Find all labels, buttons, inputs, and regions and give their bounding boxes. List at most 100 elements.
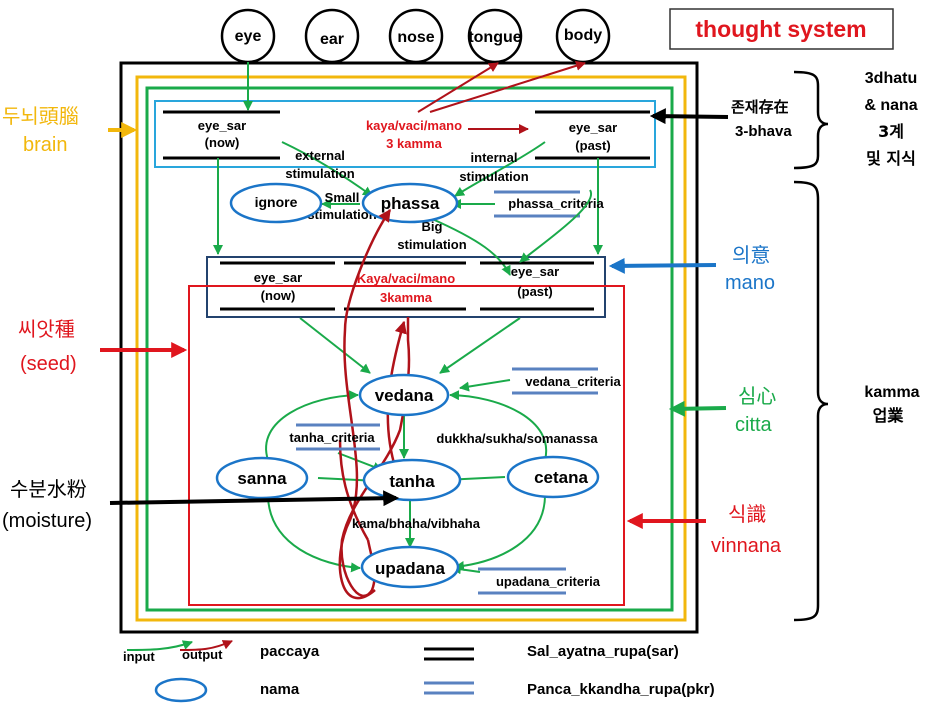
- vedana-node: vedana: [358, 373, 450, 417]
- legend-input-arrow: input: [123, 640, 193, 664]
- sanna-label: sanna: [237, 469, 287, 488]
- sense-nose: nose: [388, 8, 444, 64]
- external-stim-line2: stimulation: [285, 166, 354, 181]
- brain-label-en: brain: [23, 134, 67, 156]
- top-sar-bars: [163, 110, 650, 160]
- top-bracket-line1: 3dhatu: [865, 70, 917, 87]
- vedana-label: vedana: [375, 386, 434, 405]
- tanha-criteria: tanha_criteria: [289, 423, 380, 451]
- legend-output-arrow: output: [179, 640, 233, 662]
- ignore-label: ignore: [255, 194, 298, 210]
- diagram-title: thought system: [695, 16, 866, 42]
- legend: input output paccaya nama Sal_ayatna_rup…: [123, 640, 715, 703]
- vedana-criteria-label: vedana_criteria: [525, 374, 621, 389]
- top-bracket-line4: 및 지식: [866, 149, 916, 168]
- ignore-node: ignore: [229, 182, 323, 224]
- bhava-label-line2: 3-bhava: [735, 123, 792, 140]
- upadana-criteria-label: upadana_criteria: [496, 574, 601, 589]
- mano-label-en: mano: [725, 272, 775, 294]
- vinnana-label-en: vinnana: [711, 535, 782, 557]
- bhava-label: 존재存在 3-bhava: [649, 98, 792, 140]
- brain-label-ko: 두뇌頭腦: [2, 104, 79, 128]
- top-bracket-line2: & nana: [864, 97, 917, 114]
- bottom-bracket-line2: 업業: [873, 406, 905, 425]
- legend-nama-label: nama: [260, 681, 300, 698]
- legend-output-label: output: [182, 647, 223, 662]
- mano-eye-past-line2: (past): [517, 284, 552, 299]
- vedana-criteria: vedana_criteria: [512, 367, 621, 395]
- moisture-label-ko: 수분水粉: [10, 477, 87, 501]
- legend-paccaya-label: paccaya: [260, 643, 320, 660]
- upadana-label: upadana: [375, 559, 445, 578]
- legend-sar-label: Sal_ayatna_rupa(sar): [527, 643, 679, 660]
- mano-eye-now-line2: (now): [261, 288, 296, 303]
- cetana-node: cetana: [506, 455, 600, 499]
- seed-label: 씨앗種 (seed): [18, 317, 188, 375]
- sense-eye-label: eye: [235, 28, 262, 45]
- internal-stim-line1: internal: [471, 150, 518, 165]
- top-bracket-line3: 3계: [878, 122, 904, 141]
- seed-label-en: (seed): [20, 353, 77, 375]
- legend-nama-ellipse: [154, 677, 208, 703]
- vinnana-label-ko: 식識: [728, 502, 766, 526]
- top-bracket-text: 3dhatu & nana 3계 및 지식: [864, 70, 917, 168]
- vinnana-label: 식識 vinnana: [626, 502, 782, 557]
- sanna-node: sanna: [215, 456, 309, 500]
- title-box: thought system: [669, 8, 894, 50]
- phassa-label: phassa: [381, 194, 440, 213]
- mano-kamma-line1: Kaya/vaci/mano: [357, 271, 455, 286]
- moisture-label: 수분水粉 (moisture): [2, 477, 400, 532]
- outer-black-frame: [119, 61, 699, 634]
- external-stim-line1: external: [295, 148, 345, 163]
- vinnana-red-box: [188, 285, 625, 606]
- big-stim-line2: stimulation: [397, 237, 466, 252]
- legend-input-label: input: [123, 649, 155, 664]
- sense-ear-label: ear: [320, 31, 344, 48]
- bottom-bracket-line1: kamma: [864, 384, 919, 401]
- sense-eye: eye: [220, 8, 276, 64]
- sense-ear: ear: [304, 8, 360, 64]
- mano-sar-bars: [220, 261, 594, 311]
- small-stim-line2: stimulation: [307, 207, 376, 222]
- sense-tongue: tongue: [467, 8, 523, 64]
- upadana-node: upadana: [360, 545, 460, 589]
- top-kamma-line1: kaya/vaci/mano: [366, 118, 462, 133]
- cetana-label: cetana: [534, 468, 588, 487]
- tanha-criteria-label: tanha_criteria: [289, 430, 375, 445]
- tanha-label: tanha: [389, 472, 435, 491]
- tanha-node: tanha: [362, 458, 462, 502]
- top-eye-now-line2: (now): [205, 135, 240, 150]
- citta-label-en: citta: [735, 414, 773, 436]
- top-eye-past-line1: eye_sar: [569, 120, 617, 135]
- phassa-criteria-label: phassa_criteria: [508, 196, 604, 211]
- top-eye-now-line1: eye_sar: [198, 118, 246, 133]
- bhava-label-line1: 존재存在: [731, 98, 789, 116]
- small-stim-line1: Small: [325, 190, 360, 205]
- internal-stim-line2: stimulation: [459, 169, 528, 184]
- sense-body-label: body: [564, 27, 602, 44]
- big-stim-line1: Big: [422, 219, 443, 234]
- phassa-node: phassa: [361, 182, 459, 224]
- phassa-criteria: phassa_criteria: [494, 190, 604, 218]
- input-arrows-lower: [265, 189, 593, 575]
- upadana-criteria: upadana_criteria: [478, 567, 601, 595]
- bottom-curly-bracket: [793, 180, 829, 622]
- kama-label: kama/bhaha/vibhaha: [352, 516, 481, 531]
- brain-label: 두뇌頭腦 brain: [2, 104, 138, 156]
- mano-kamma-line2: 3kamma: [380, 290, 433, 305]
- bhava-cyan-box: [154, 100, 656, 168]
- mano-label-ko: 의意: [732, 243, 770, 267]
- mano-eye-past-line1: eye_sar: [511, 264, 559, 279]
- moisture-label-en: (moisture): [2, 510, 92, 532]
- sense-tongue-label: tongue: [468, 29, 521, 46]
- top-curly-bracket: [793, 70, 829, 170]
- citta-label: 심心 citta: [668, 384, 776, 436]
- sense-circles: eye ear nose tongue body: [220, 8, 611, 64]
- sense-nose-label: nose: [397, 29, 434, 46]
- seed-label-ko: 씨앗種: [18, 317, 75, 341]
- bottom-bracket-text: kamma 업業: [864, 384, 919, 425]
- kamma-output-arrows: [417, 60, 586, 134]
- citta-label-ko: 심心: [738, 384, 776, 408]
- top-kamma-line2: 3 kamma: [386, 136, 442, 151]
- mano-eye-now-line1: eye_sar: [254, 270, 302, 285]
